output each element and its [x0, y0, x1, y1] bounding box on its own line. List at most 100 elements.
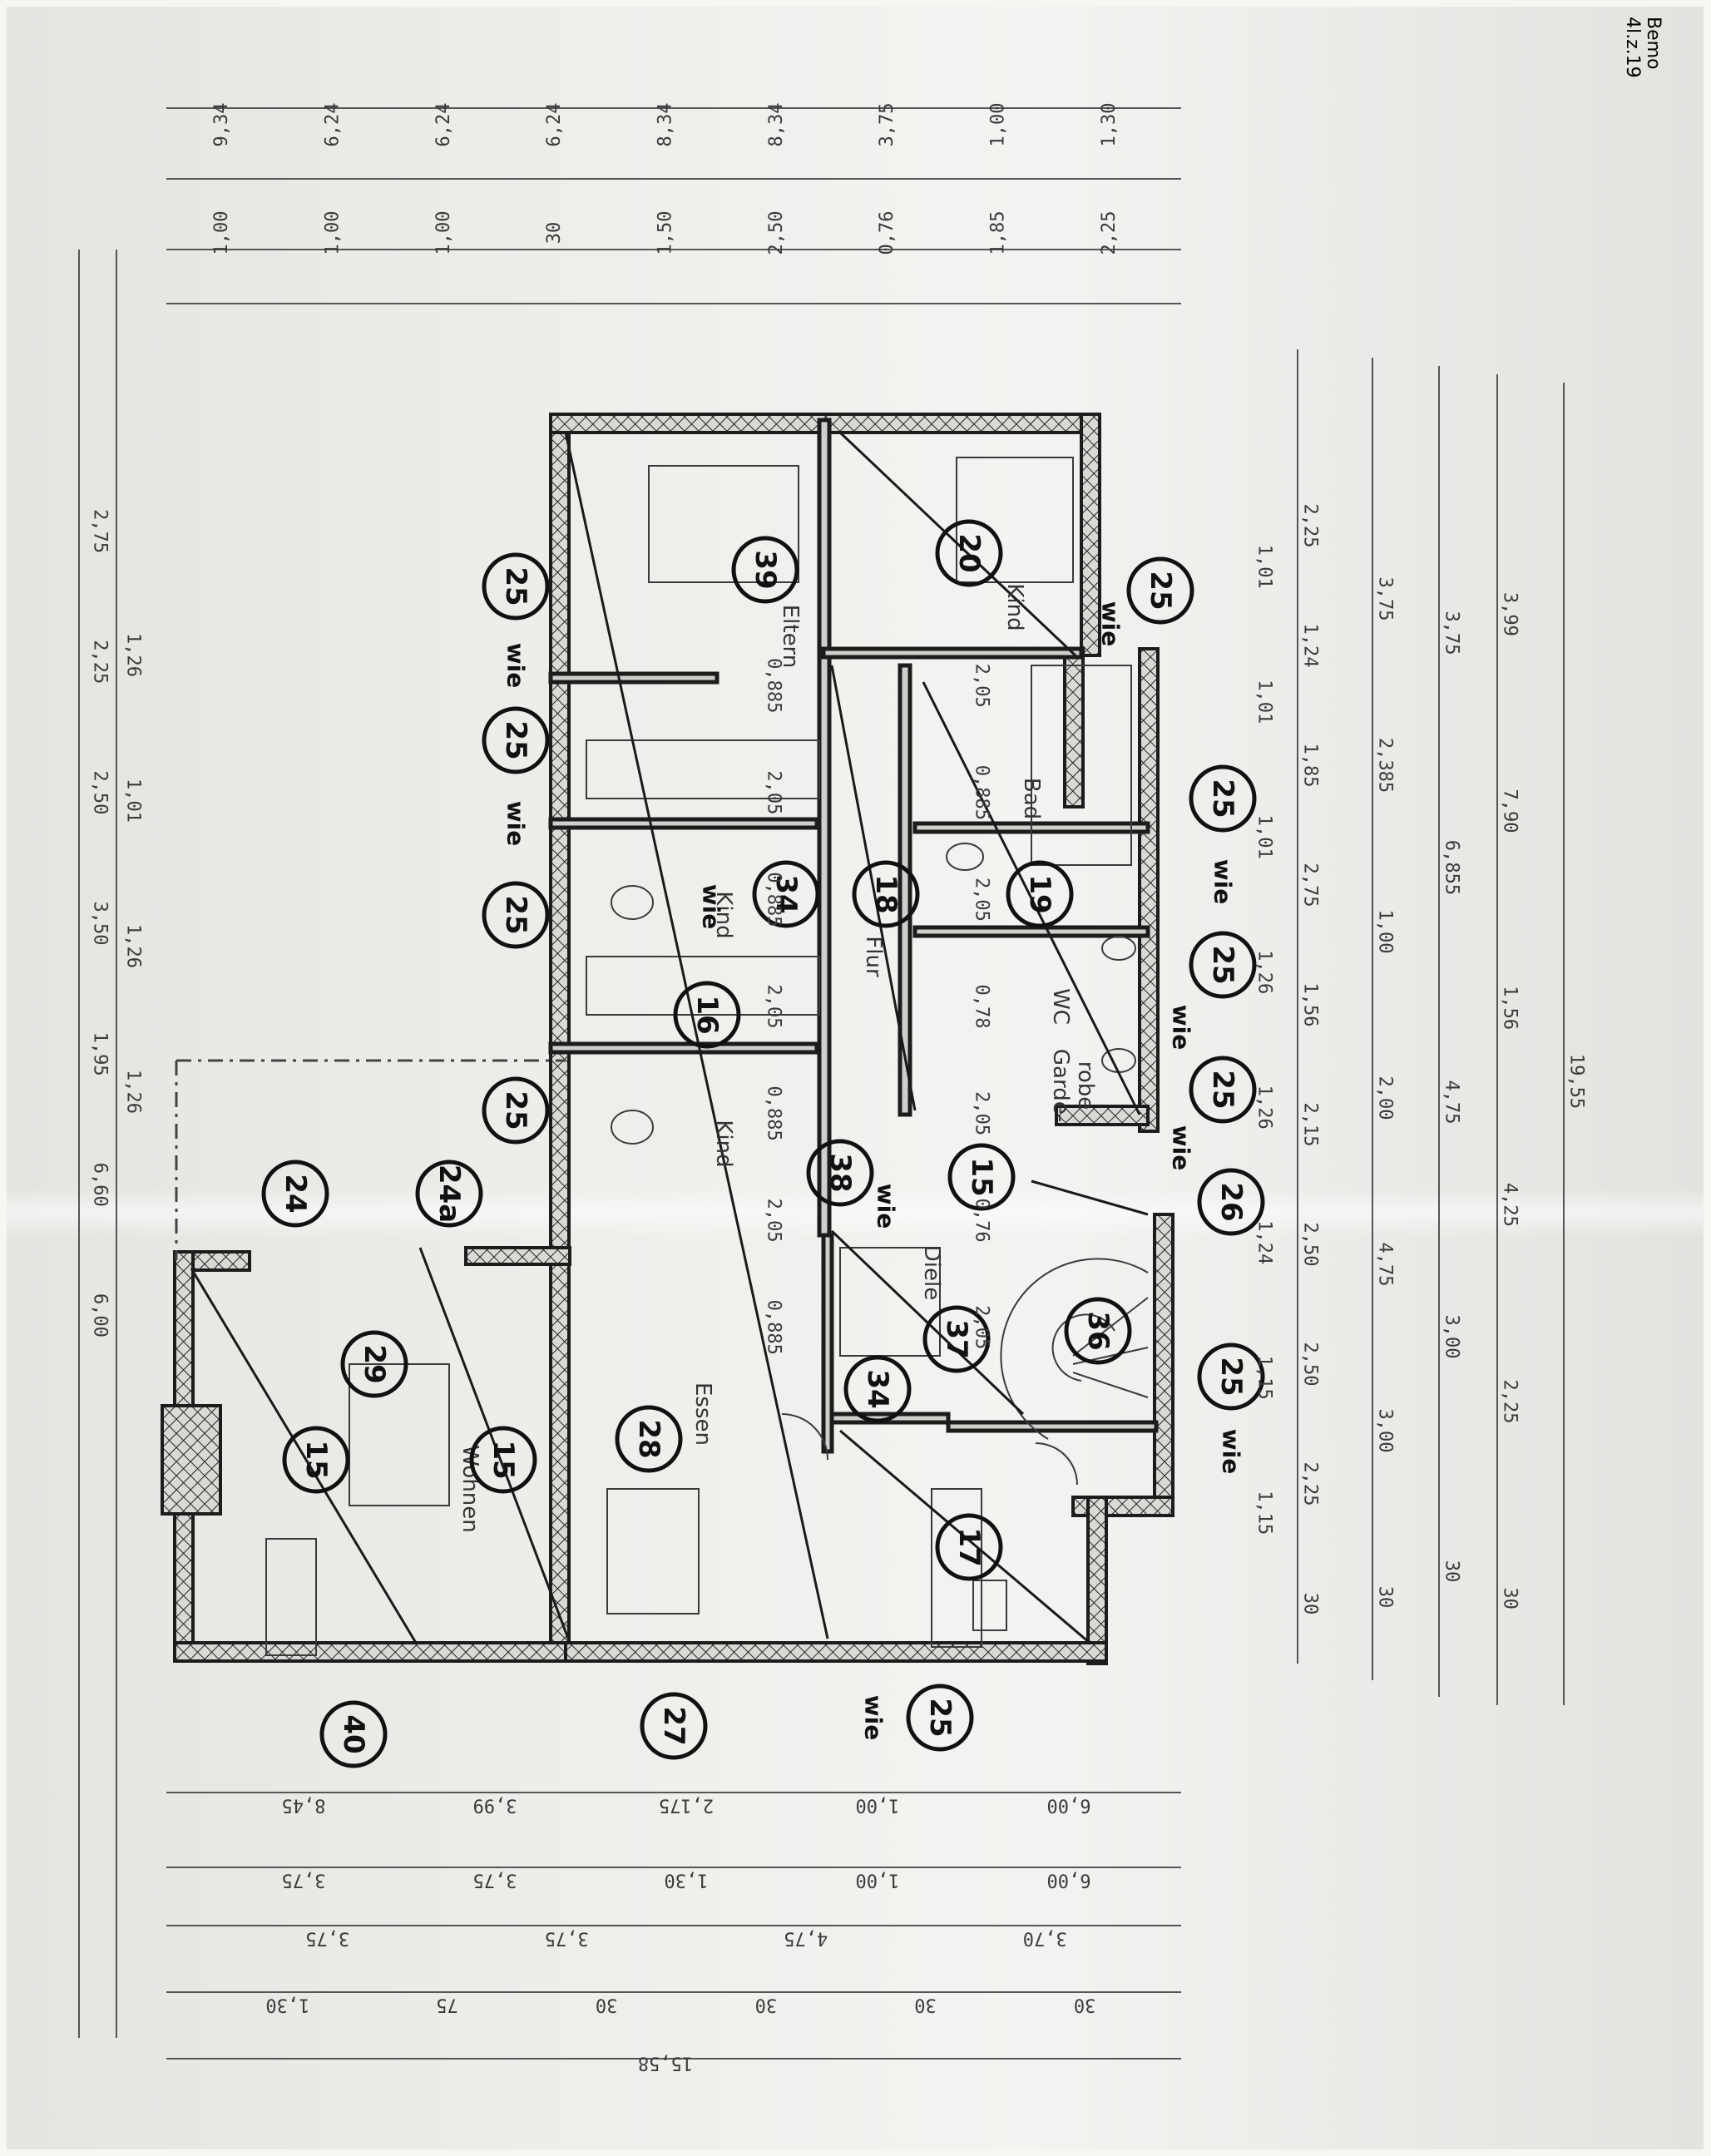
dimension-label-right: 2,15 [1300, 1103, 1321, 1147]
room-label-bad: Bad [1019, 778, 1044, 819]
tag-39: 39 [731, 536, 799, 604]
dimension-label-bottom: 3,75 [282, 1870, 326, 1891]
dimension-label-top: 2,75 [90, 509, 111, 553]
dimension-label-bottom: 6,00 [1047, 1870, 1091, 1891]
dimension-label-right: 30 [1441, 1560, 1462, 1583]
opening-label: 0,78 [972, 985, 992, 1029]
opening-label: 0,885 [764, 658, 784, 713]
dimension-label-top: 6,60 [90, 1163, 111, 1207]
room-label-kind-1: Kind [711, 1120, 736, 1167]
svg-text:25: 25 [1206, 779, 1239, 818]
tag-24: 24 [261, 1160, 329, 1228]
opening-label: 2,05 [972, 1091, 992, 1135]
dimension-label-bottom: 1,00 [856, 1870, 900, 1891]
dimension-label-right: 1,85 [1300, 744, 1321, 788]
tag-38: 38 [806, 1139, 874, 1207]
dimension-label-right: 2,50 [1300, 1343, 1321, 1387]
wall-living-partition [464, 1246, 571, 1266]
wie-note: wie [1209, 859, 1237, 904]
dimension-label-misc: 1,01 [1254, 815, 1275, 859]
room-label-garderobe-1: Garde- [1048, 1049, 1073, 1122]
dimension-label-bottom: 75 [436, 1995, 458, 2015]
wall-east-main [549, 418, 571, 1661]
dimension-label-right: 1,24 [1300, 624, 1321, 668]
wie-note: wie [873, 1184, 900, 1229]
dimension-label-right: 1,56 [1300, 983, 1321, 1027]
tag-37: 37 [922, 1305, 991, 1373]
dimension-label-bottom: 4,75 [784, 1928, 828, 1949]
dimension-label-left: 1,00 [433, 211, 454, 255]
stair-box [839, 1247, 941, 1357]
svg-text:18: 18 [869, 874, 902, 913]
wie-note: wie [1168, 1005, 1195, 1050]
svg-text:25: 25 [499, 895, 532, 934]
dimension-label-right: 4,75 [1375, 1243, 1396, 1287]
wall-west-stair [1153, 1213, 1174, 1516]
dimension-label-right: 2,25 [1300, 1462, 1321, 1506]
dimension-label-top: 2,50 [90, 770, 111, 814]
opening-label: 2,05 [764, 1199, 784, 1243]
dimension-label-right: 30 [1300, 1593, 1321, 1615]
dimension-label-bottom: 3,75 [473, 1870, 517, 1891]
dimension-label-bottom: 3,70 [1023, 1928, 1067, 1949]
room-label-wc: WC [1048, 988, 1073, 1025]
dimension-label-top-sub: 1,26 [123, 924, 144, 968]
dimension-label-right: 1,00 [1375, 910, 1396, 954]
opening-label: 0,885 [764, 1085, 784, 1140]
dimension-label-misc: 1,15 [1254, 1356, 1275, 1400]
tag-17: 17 [935, 1513, 1003, 1581]
dimension-label-top: 3,50 [90, 902, 111, 946]
dimension-label-top: 2,25 [90, 640, 111, 684]
dimension-label-misc: 1,24 [1254, 1220, 1275, 1264]
dimension-label-bottom: 30 [596, 1995, 618, 2015]
svg-text:25: 25 [1206, 1070, 1239, 1109]
dimension-label-misc: 1,26 [1254, 950, 1275, 994]
dimension-label-left: 1,00 [211, 211, 232, 255]
svg-text:15: 15 [487, 1440, 520, 1479]
wardrobe-1 [586, 739, 820, 799]
wall-bath-right [1138, 647, 1160, 1133]
svg-text:37: 37 [940, 1319, 973, 1358]
tag-34-b: 34 [843, 1355, 912, 1423]
dimension-label-left: 1,30 [1099, 103, 1120, 147]
tag-15-a: 15 [282, 1426, 350, 1494]
room-label-eltern: Eltern [778, 605, 803, 669]
tag-40: 40 [319, 1700, 388, 1768]
dimension-label-right: 30 [1375, 1586, 1396, 1609]
tag-25-f: 25 [1189, 764, 1257, 833]
diag-kind-right [838, 431, 1079, 659]
tag-24a: 24a [415, 1160, 483, 1228]
paper-fold-crease [7, 1188, 1704, 1238]
tag-25-d: 25 [482, 1076, 550, 1145]
svg-text:25: 25 [1206, 945, 1239, 984]
svg-text:25: 25 [923, 1698, 957, 1737]
tag-36: 36 [1064, 1297, 1132, 1365]
dimension-label-misc: 1,26 [1254, 1085, 1275, 1130]
dimension-label-left: 30 [544, 222, 565, 245]
dimension-label-right: 4,25 [1500, 1183, 1521, 1227]
dimension-label-right: 6,855 [1441, 840, 1462, 895]
stair-tread-1 [1072, 1297, 1149, 1357]
partition-stair-north [946, 1420, 1159, 1433]
diag-flur-right [922, 681, 1141, 1115]
tag-19: 19 [1006, 860, 1074, 928]
wie-note: wie [860, 1695, 888, 1740]
tag-26: 26 [1197, 1168, 1265, 1236]
bed-eltern [648, 465, 799, 583]
dimension-label-bottom: 1,30 [265, 1995, 309, 2015]
tag-15-c: 15 [947, 1143, 1016, 1211]
tag-29: 29 [340, 1330, 408, 1398]
svg-text:15: 15 [965, 1157, 998, 1196]
svg-text:25: 25 [499, 1090, 532, 1130]
svg-text:25: 25 [499, 566, 532, 606]
diag-living-1 [190, 1268, 418, 1644]
svg-text:25: 25 [1144, 571, 1177, 610]
spiral-stair-inner [1051, 1313, 1115, 1382]
svg-text:39: 39 [749, 550, 782, 589]
svg-text:34: 34 [861, 1369, 894, 1408]
dimension-label-left: 1,00 [988, 103, 1009, 147]
dimension-label-top-sub: 1,01 [123, 779, 144, 823]
opening-label: 2,05 [764, 985, 784, 1029]
dimension-label-right-total: 19,55 [1566, 1054, 1587, 1109]
toilet-1 [1101, 936, 1136, 961]
